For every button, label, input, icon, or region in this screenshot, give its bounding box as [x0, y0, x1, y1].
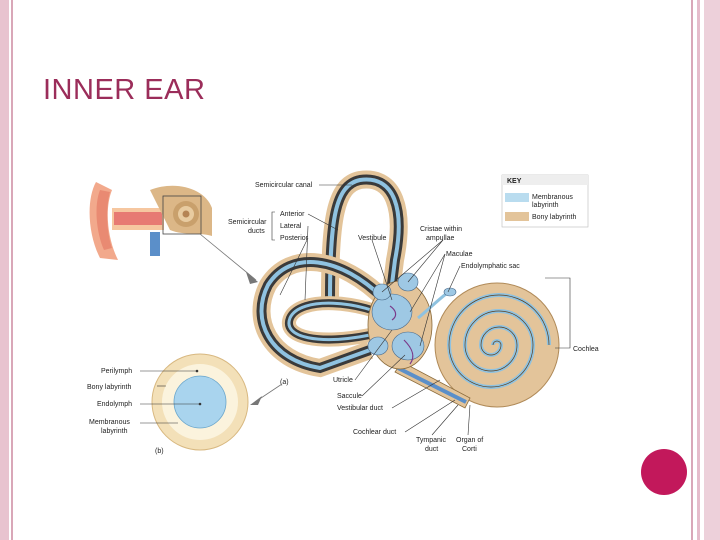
- label-tympanic: Tympanic: [416, 437, 446, 444]
- label-perilymph: Perilymph: [101, 368, 132, 375]
- label-membranous: Membranous: [89, 419, 130, 426]
- outer-ear-thumbnail: [88, 172, 258, 284]
- label-cochlea: Cochlea: [573, 346, 599, 353]
- key-swatch-bony: [505, 212, 529, 221]
- label-cristae: Cristae within: [420, 226, 462, 233]
- label-saccule: Saccule: [337, 393, 362, 400]
- label-posterior: Posterior: [280, 235, 309, 242]
- label-vestibule: Vestibule: [358, 235, 387, 242]
- label-utricle: Utricle: [333, 377, 353, 384]
- label-fig-b: (b): [155, 448, 164, 455]
- key-swatch-membranous: [505, 193, 529, 202]
- label-lateral: Lateral: [280, 223, 302, 230]
- label-cochlear-duct: Cochlear duct: [353, 429, 396, 436]
- key-title: KEY: [507, 178, 522, 185]
- label-endolymphatic-sac: Endolymphatic sac: [461, 263, 520, 270]
- label-ampullae: ampullae: [426, 235, 455, 242]
- label-semicircular-canal: Semicircular canal: [255, 182, 313, 189]
- label-tympanic-duct: duct: [425, 446, 438, 453]
- label-vestibular-duct: Vestibular duct: [337, 405, 383, 412]
- key-label-bony: Bony labyrinth: [532, 214, 576, 221]
- label-organ-of: Organ of: [456, 437, 483, 444]
- label-bony-labyrinth: Bony labyrinth: [87, 384, 131, 391]
- key-label-labyrinth: labyrinth: [532, 202, 559, 209]
- label-corti: Corti: [462, 446, 477, 453]
- label-maculae: Maculae: [446, 251, 473, 258]
- key-label-membranous: Membranous: [532, 194, 573, 201]
- label-anterior: Anterior: [280, 211, 305, 218]
- label-membranous-labyrinth: labyrinth: [101, 428, 128, 435]
- slide-nav-circle-button[interactable]: [641, 449, 687, 495]
- label-semicircular-ducts: Semicircular: [228, 219, 267, 226]
- label-ducts: ducts: [248, 228, 265, 235]
- cross-section-b: Perilymph Bony labyrinth Endolymph Membr…: [87, 354, 282, 455]
- label-endolymph: Endolymph: [97, 401, 132, 408]
- diagram-key: KEY Membranous labyrinth Bony labyrinth: [502, 175, 588, 227]
